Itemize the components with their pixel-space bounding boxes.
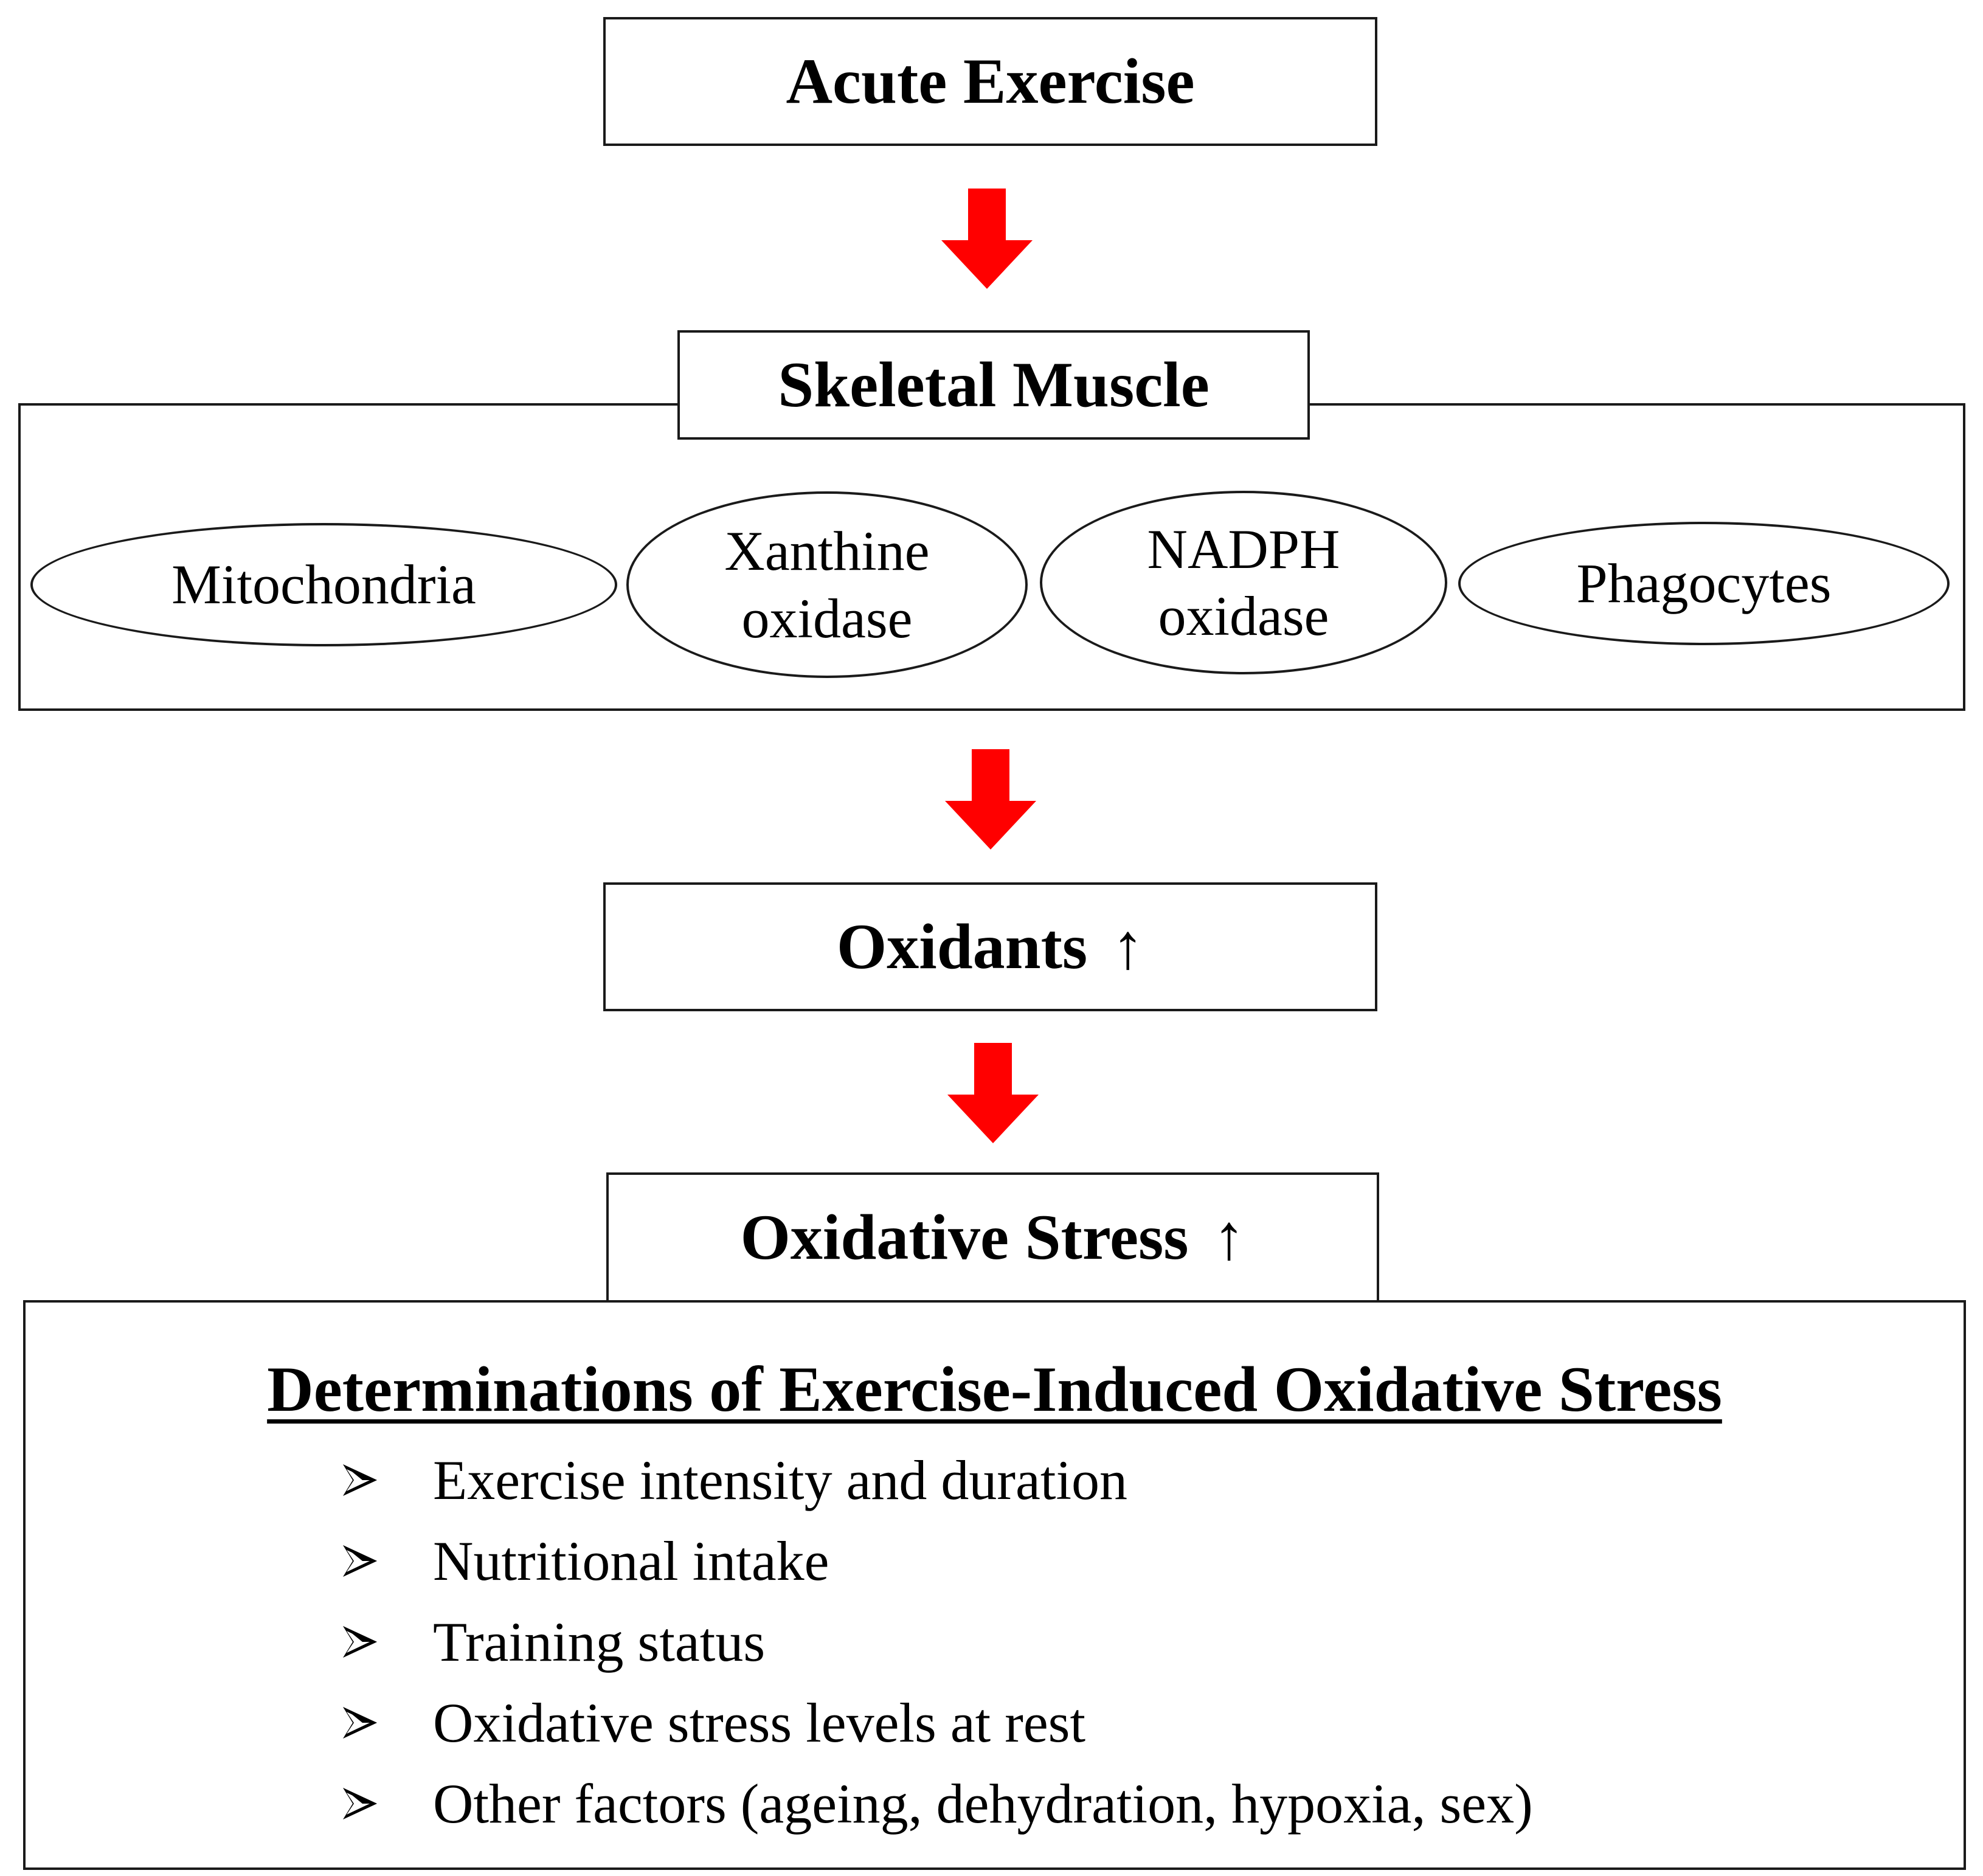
- arrow-down-icon: [947, 1043, 1039, 1143]
- oxidative-stress-box: Oxidative Stress ↑: [606, 1172, 1379, 1303]
- source-ellipse-phagocytes: Phagocytes: [1458, 522, 1950, 645]
- oxidants-title: Oxidants↑: [837, 915, 1144, 979]
- source-ellipse-nadph-oxidase: NADPH oxidase: [1040, 491, 1447, 674]
- skeletal-muscle-label: Skeletal Muscle: [778, 349, 1210, 420]
- list-item-text: Training status: [433, 1610, 766, 1673]
- increase-arrow-icon: ↑: [1213, 1202, 1245, 1273]
- list-item: Training status: [342, 1601, 1533, 1682]
- list-item-text: Other factors (ageing, dehydration, hypo…: [433, 1772, 1533, 1835]
- increase-arrow-icon: ↑: [1112, 911, 1144, 982]
- list-item: Nutritional intake: [342, 1520, 1533, 1601]
- list-item: Other factors (ageing, dehydration, hypo…: [342, 1763, 1533, 1844]
- arrowhead-bullet-icon: [343, 1787, 377, 1819]
- determinants-heading-text: Determinations of Exercise-Induced Oxida…: [267, 1354, 1722, 1425]
- arrowhead-bullet-icon: [343, 1625, 377, 1658]
- source-ellipse-mitochondria: Mitochondria: [30, 523, 617, 646]
- arrow-down-icon: [945, 749, 1036, 850]
- arrow-down-icon: [941, 189, 1033, 289]
- determinants-list: Exercise intensity and duration Nutritio…: [342, 1439, 1533, 1844]
- list-item-text: Nutritional intake: [433, 1529, 829, 1592]
- source-ellipse-xanthine-oxidase: Xanthine oxidase: [626, 491, 1028, 678]
- list-item: Oxidative stress levels at rest: [342, 1682, 1533, 1763]
- source-label: Xanthine oxidase: [724, 520, 930, 649]
- list-item-text: Exercise intensity and duration: [433, 1449, 1128, 1511]
- list-item: Exercise intensity and duration: [342, 1439, 1533, 1520]
- source-label: Mitochondria: [171, 553, 476, 616]
- arrowhead-bullet-icon: [343, 1706, 377, 1739]
- source-label: Phagocytes: [1576, 552, 1832, 615]
- determinants-container: Determinations of Exercise-Induced Oxida…: [23, 1300, 1966, 1870]
- arrowhead-bullet-icon: [343, 1464, 377, 1496]
- oxidants-box: Oxidants ↑: [603, 882, 1377, 1011]
- oxidative-stress-title: Oxidative Stress ↑: [740, 1205, 1245, 1270]
- determinants-heading: Determinations of Exercise-Induced Oxida…: [26, 1357, 1964, 1422]
- arrowhead-bullet-icon: [343, 1545, 377, 1577]
- source-label: NADPH oxidase: [1147, 517, 1340, 647]
- list-item-text: Oxidative stress levels at rest: [433, 1691, 1086, 1754]
- acute-exercise-label: Acute Exercise: [786, 46, 1195, 117]
- skeletal-muscle-box: Skeletal Muscle: [677, 330, 1310, 440]
- acute-exercise-box: Acute Exercise: [603, 17, 1377, 146]
- oxidants-label: Oxidants: [836, 911, 1088, 982]
- oxidative-stress-label: Oxidative Stress: [740, 1202, 1189, 1273]
